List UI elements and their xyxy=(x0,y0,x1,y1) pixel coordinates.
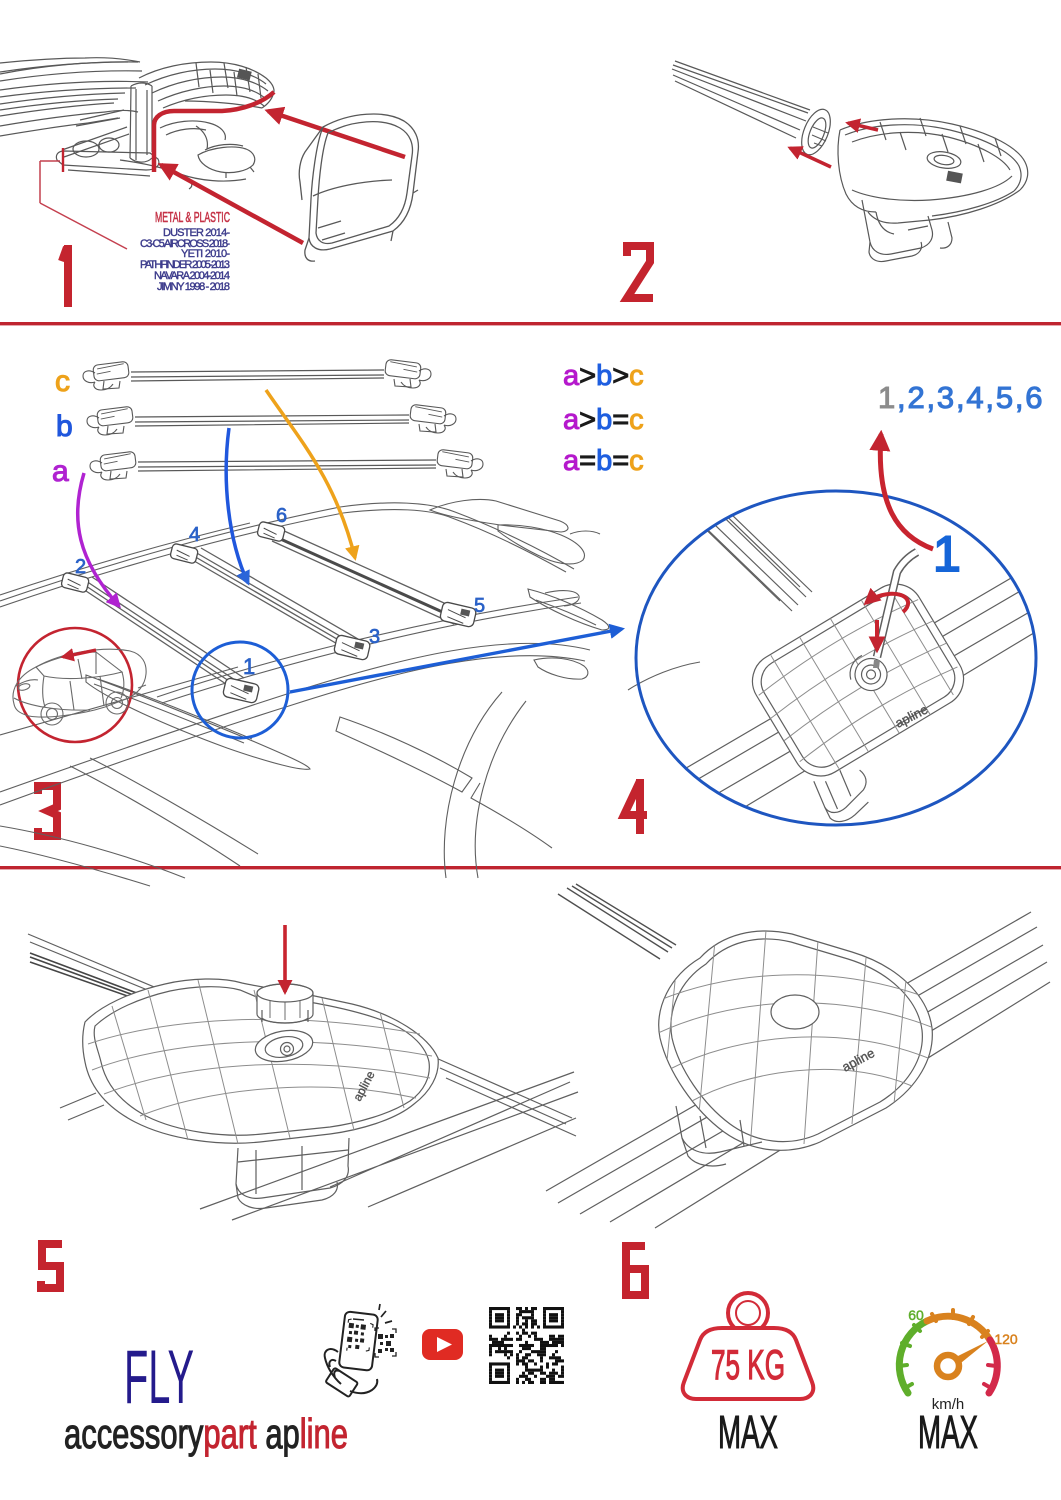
svg-text:1,2,3,4,5,6: 1,2,3,4,5,6 xyxy=(878,380,1044,415)
svg-text:b: b xyxy=(56,410,73,443)
svg-text:FLY: FLY xyxy=(124,1335,194,1420)
svg-text:PATHFINDER 2005-2013: PATHFINDER 2005-2013 xyxy=(140,259,230,271)
svg-text:a=b=c: a=b=c xyxy=(563,445,644,477)
svg-text:a>b>c: a>b>c xyxy=(563,360,644,392)
svg-text:MAX: MAX xyxy=(918,1406,978,1458)
svg-text:MAX: MAX xyxy=(718,1406,778,1458)
svg-text:6: 6 xyxy=(276,505,287,527)
svg-text:JIMNY 1998 - 2018: JIMNY 1998 - 2018 xyxy=(157,281,230,293)
svg-text:YETI 2010-: YETI 2010- xyxy=(181,248,230,260)
svg-text:DUSTER 2014-: DUSTER 2014- xyxy=(163,227,230,239)
svg-text:METAL & PLASTIC: METAL & PLASTIC xyxy=(155,209,230,226)
svg-text:120: 120 xyxy=(994,1331,1018,1347)
svg-text:5: 5 xyxy=(474,595,485,617)
svg-text:a>b=c: a>b=c xyxy=(563,404,644,436)
svg-text:75 KG: 75 KG xyxy=(711,1341,785,1388)
svg-text:NAVARA 2004-2014: NAVARA 2004-2014 xyxy=(154,270,230,282)
svg-text:accessorypart apline: accessorypart apline xyxy=(64,1410,348,1457)
svg-text:km/h: km/h xyxy=(932,1396,965,1413)
svg-text:1: 1 xyxy=(243,654,255,679)
svg-text:C3-C5 AIRCROSS 2018-: C3-C5 AIRCROSS 2018- xyxy=(140,238,230,250)
svg-text:2: 2 xyxy=(75,556,86,578)
svg-text:60: 60 xyxy=(908,1307,924,1323)
svg-text:3: 3 xyxy=(369,626,380,648)
svg-text:4: 4 xyxy=(189,524,200,546)
svg-text:c: c xyxy=(55,365,70,398)
svg-text:1: 1 xyxy=(933,526,961,582)
svg-text:a: a xyxy=(52,455,69,488)
